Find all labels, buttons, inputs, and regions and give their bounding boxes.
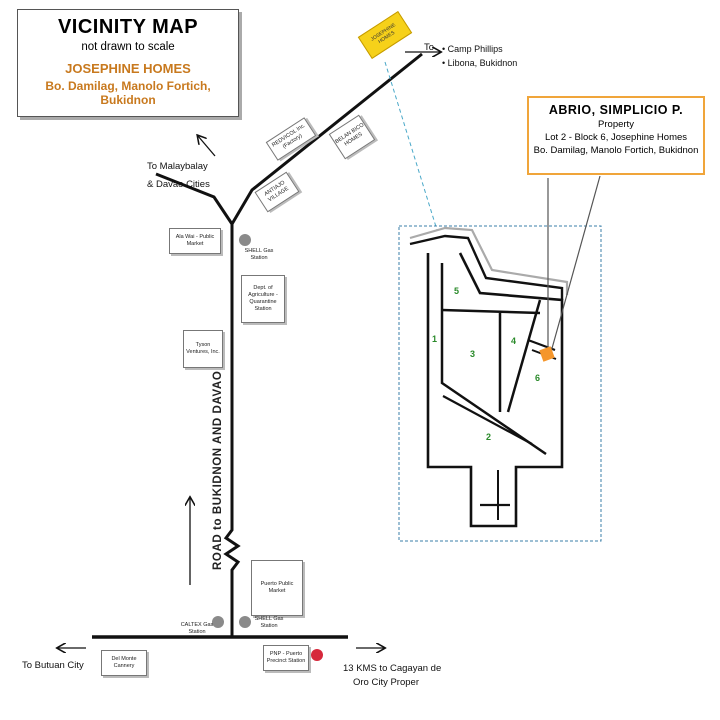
property-leader-2: [550, 175, 601, 353]
property-owner: ABRIO, SIMPLICIO P.: [548, 103, 684, 117]
shell-gas-marker-top: [239, 234, 251, 246]
inset-perimeter-grey: [409, 226, 569, 295]
del-monte-box: Del Monte Cannery: [101, 650, 147, 676]
to-label: To: [424, 42, 435, 53]
map-subtitle: not drawn to scale: [81, 41, 175, 53]
property-label: Property: [598, 119, 634, 130]
subdivision-address: Bo. Damilag, Manolo Fortich, Bukidnon: [45, 79, 211, 107]
title-box: VICINITY MAP not drawn to scale JOSEPHIN…: [17, 9, 239, 117]
camp-phillips-label: • Camp Phillips: [442, 44, 503, 54]
shell-bottom-label: SHELL Gas Station: [254, 616, 284, 629]
cagayan-label-1: 13 KMS to Cagayan de: [343, 663, 442, 674]
road-to-malaybalay: [155, 172, 234, 225]
shell-gas-marker-bottom: [239, 616, 251, 628]
inset-road-3: [440, 310, 547, 456]
lot-number-1: 1: [432, 334, 438, 344]
inset-perimeter-black: [409, 234, 564, 300]
lot-number-2: 2: [486, 432, 492, 442]
road-to-camp-phillips: [230, 52, 423, 225]
libona-text: Libona, Bukidnon: [447, 58, 518, 68]
lot-number-3: 3: [470, 349, 476, 359]
map-title: VICINITY MAP: [57, 16, 199, 38]
inset-road-5: [506, 299, 542, 413]
road-label: ROAD to BUKIDNON AND DAVAO CITY: [212, 338, 224, 570]
inset-subdivision-outline: [426, 252, 564, 528]
dept-agriculture-box: Dept. of Agriculture - Quarantine Statio…: [241, 275, 285, 323]
property-marker: [539, 346, 555, 362]
caltex-gas-marker: [212, 616, 224, 628]
pnp-marker: [311, 649, 323, 661]
libona-label: • Libona, Bukidnon: [442, 58, 518, 68]
link-sign-to-inset: [384, 61, 438, 231]
inset-road-2: [441, 308, 541, 315]
property-lot: Lot 2 - Block 6, Josephine Homes: [544, 132, 688, 143]
lot-number-4: 4: [511, 336, 517, 346]
malaybalay-label-2: & Davao Cities: [147, 179, 210, 190]
malaybalay-label-1: To Malaybalay: [147, 161, 208, 172]
tyson-ventures-box: Tyson Ventures, Inc.: [183, 330, 223, 368]
arrow-malaybalay: [198, 136, 216, 157]
cagayan-label-2: Oro City Proper: [353, 677, 419, 688]
caltex-label: CALTEX Gas Station: [180, 622, 214, 635]
subdivision-name: JOSEPHINE HOMES: [65, 61, 191, 76]
lot-number-6: 6: [535, 373, 541, 383]
camp-phillips-text: Camp Phillips: [447, 44, 503, 54]
road-national-vertical: [223, 224, 241, 637]
property-address: Bo. Damilag, Manolo Fortich, Bukidnon: [533, 145, 699, 156]
ala-wai-market-box: Ala Wai - Public Market: [169, 228, 221, 254]
butuan-label: To Butuan City: [22, 660, 84, 671]
inset-road-8: [442, 395, 533, 445]
puerto-market-box: Puerto Public Market: [251, 560, 303, 616]
lot-number-5: 5: [454, 286, 460, 296]
property-box: ABRIO, SIMPLICIO P. Property Lot 2 - Blo…: [527, 96, 705, 175]
shell-top-label: SHELL Gas Station: [244, 248, 274, 261]
pnp-station-box: PNP - Puerto Precinct Station: [263, 645, 309, 671]
inset-frame: [398, 225, 602, 542]
